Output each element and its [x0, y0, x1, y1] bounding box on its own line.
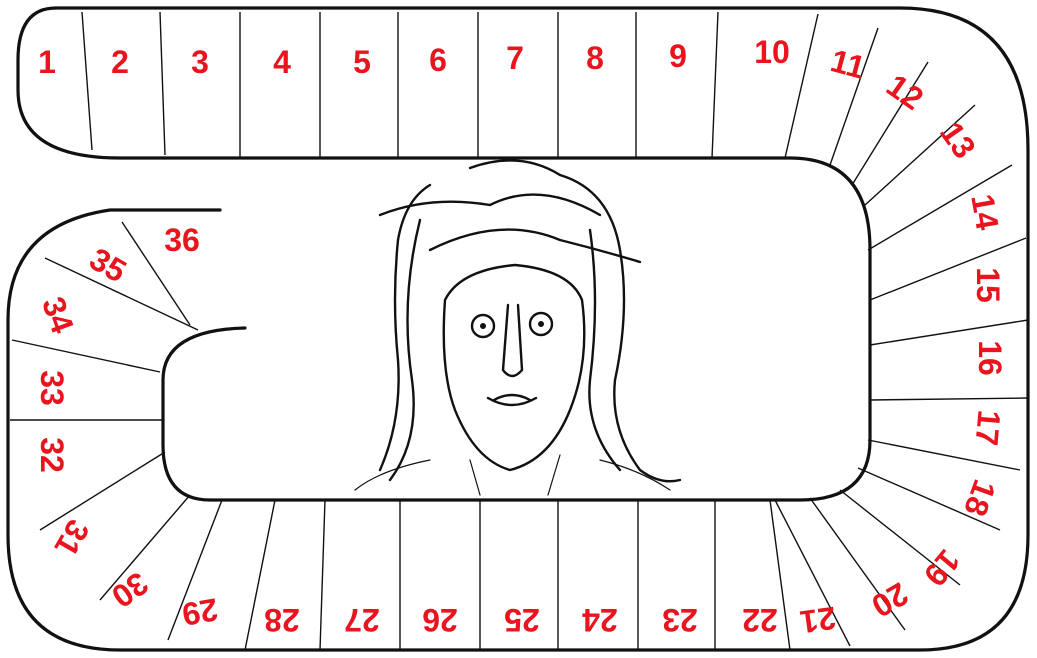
space-number: 8	[586, 40, 604, 76]
space-number: 26	[422, 602, 458, 638]
space-number: 5	[353, 44, 371, 80]
space-number: 36	[164, 222, 200, 258]
space-number: 1	[38, 44, 56, 80]
space-number: 28	[264, 602, 300, 638]
space-number: 15	[970, 267, 1006, 303]
space-divider	[12, 340, 160, 372]
face-outline-icon	[444, 265, 585, 470]
space-number: 4	[273, 44, 291, 80]
track-inner-edge	[163, 158, 870, 500]
space-divider	[82, 12, 92, 150]
space-divider	[870, 398, 1028, 400]
hair-left-icon	[380, 185, 430, 480]
space-number: 33	[34, 370, 70, 406]
space-number: 13	[933, 115, 983, 165]
right-pupil-icon	[538, 321, 544, 327]
space-number: 25	[504, 602, 540, 638]
space-divider	[320, 500, 325, 650]
hair-top-icon	[380, 160, 640, 262]
space-number: 11	[827, 42, 869, 86]
space-number: 14	[964, 191, 1006, 233]
space-number: 29	[179, 591, 220, 633]
board-track	[8, 8, 1028, 650]
space-divider	[712, 12, 718, 158]
space-number: 35	[84, 241, 133, 290]
space-number: 2	[111, 44, 129, 80]
nose-icon	[503, 305, 522, 376]
space-divider	[160, 12, 165, 155]
space-number: 16	[972, 340, 1008, 376]
space-number: 10	[754, 34, 790, 70]
track-outer-edge	[8, 8, 1028, 650]
space-number: 27	[344, 602, 380, 638]
space-number: 19	[917, 543, 967, 593]
left-pupil-icon	[480, 323, 486, 329]
mouth-icon	[488, 395, 536, 405]
space-number: 3	[191, 44, 209, 80]
space-number: 22	[742, 602, 778, 638]
space-number: 12	[880, 67, 930, 117]
space-number: 23	[662, 602, 698, 638]
space-number: 30	[105, 565, 155, 615]
space-number: 9	[669, 38, 687, 74]
face-illustration	[355, 160, 680, 495]
space-number: 6	[429, 42, 447, 78]
space-number: 7	[506, 40, 524, 76]
space-divider	[785, 14, 818, 158]
space-number: 32	[34, 437, 70, 473]
space-number: 21	[798, 600, 838, 641]
space-number: 34	[35, 292, 81, 338]
space-number: 24	[582, 602, 618, 638]
space-number: 20	[866, 576, 915, 625]
space-number: 17	[969, 409, 1008, 448]
hair-right-icon	[560, 175, 680, 481]
